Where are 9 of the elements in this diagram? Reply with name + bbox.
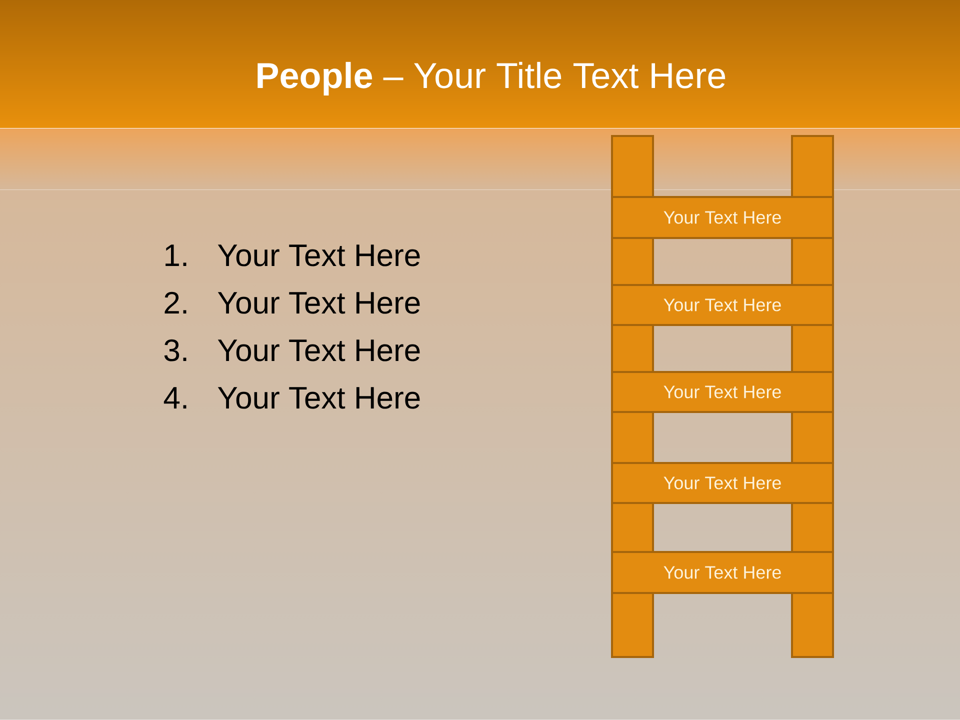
list-number: 4. xyxy=(164,387,186,408)
list-item: Your Text Here xyxy=(218,292,420,314)
list-number: 3. xyxy=(164,339,186,362)
list-item: Your Text Here xyxy=(218,244,420,266)
list-item: Your Text Here xyxy=(218,387,420,409)
list-number: 1. xyxy=(166,244,186,266)
list-number: 2. xyxy=(164,292,186,314)
title: People – Your Title Text Here xyxy=(258,62,726,96)
list-item: Your Text Here xyxy=(218,340,420,362)
